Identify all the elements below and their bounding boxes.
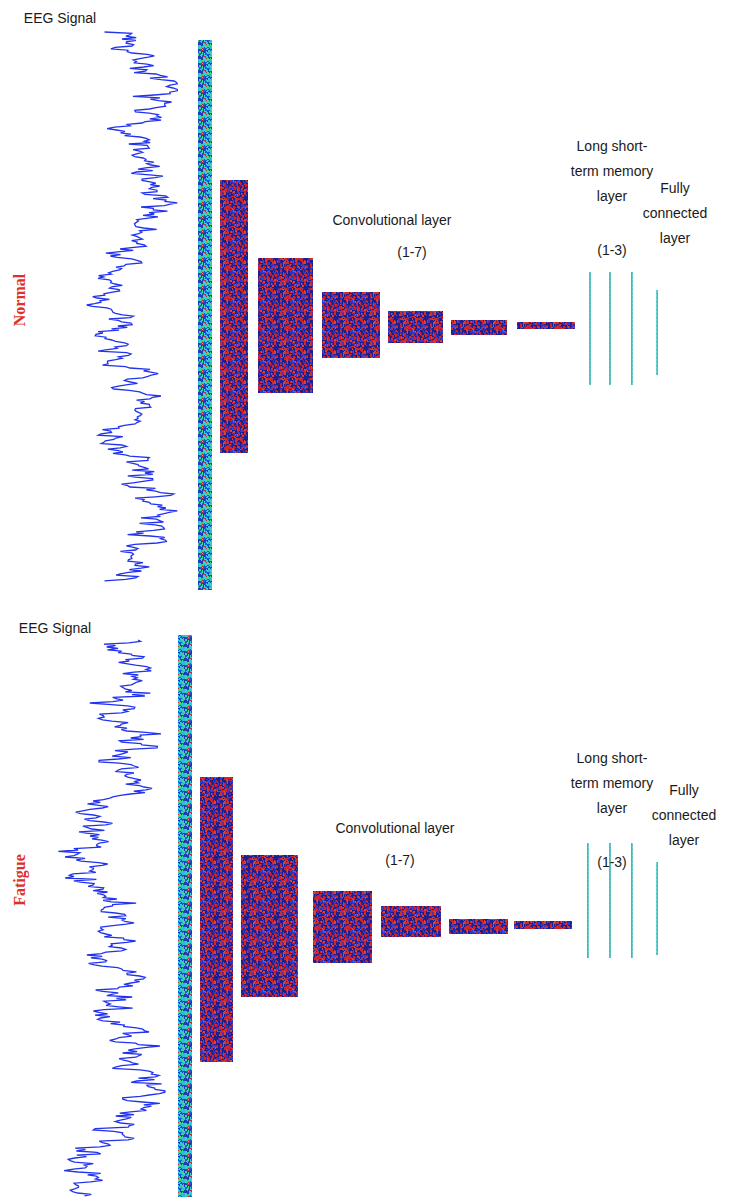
feature-map [388, 311, 443, 343]
eeg-waveform [58, 640, 165, 1196]
feature-map [451, 320, 507, 335]
input-strip [198, 40, 212, 590]
feature-map [200, 777, 233, 1062]
fc-vector [656, 290, 658, 375]
lstm-vector [587, 843, 589, 958]
layer-count: (1-3) [582, 850, 642, 875]
feature-map [220, 180, 248, 453]
feature-map [322, 292, 380, 358]
layer-label: Convolutional layer [310, 816, 480, 841]
feature-map [381, 906, 441, 937]
network-panel [58, 635, 658, 1197]
feature-map [514, 921, 572, 929]
signal-label: EEG Signal [5, 616, 105, 641]
lstm-vector [609, 272, 611, 385]
layer-count: (1-7) [370, 848, 430, 873]
layer-label: Fully connected layer [637, 176, 713, 251]
layer-label: Fully connected layer [646, 778, 722, 853]
signal-label: EEG Signal [10, 6, 110, 31]
class-label: Normal [10, 274, 30, 326]
feature-map [313, 891, 372, 963]
feature-map [258, 258, 313, 393]
fc-vector [656, 862, 658, 955]
eeg-waveform [87, 32, 178, 581]
feature-map [517, 322, 575, 329]
feature-map [241, 855, 298, 997]
layer-label: Convolutional layer [307, 208, 477, 233]
class-label: Fatigue [10, 854, 30, 906]
layer-label: Long short-term memory layer [569, 746, 655, 821]
feature-map [449, 919, 508, 934]
layer-count: (1-7) [382, 240, 442, 265]
layer-label: Long short-term memory layer [569, 134, 655, 209]
input-strip [178, 635, 192, 1197]
lstm-vector [631, 843, 633, 958]
lstm-vector [589, 272, 591, 385]
lstm-vector [631, 272, 633, 385]
network-panel [87, 32, 658, 590]
layer-count: (1-3) [582, 238, 642, 263]
